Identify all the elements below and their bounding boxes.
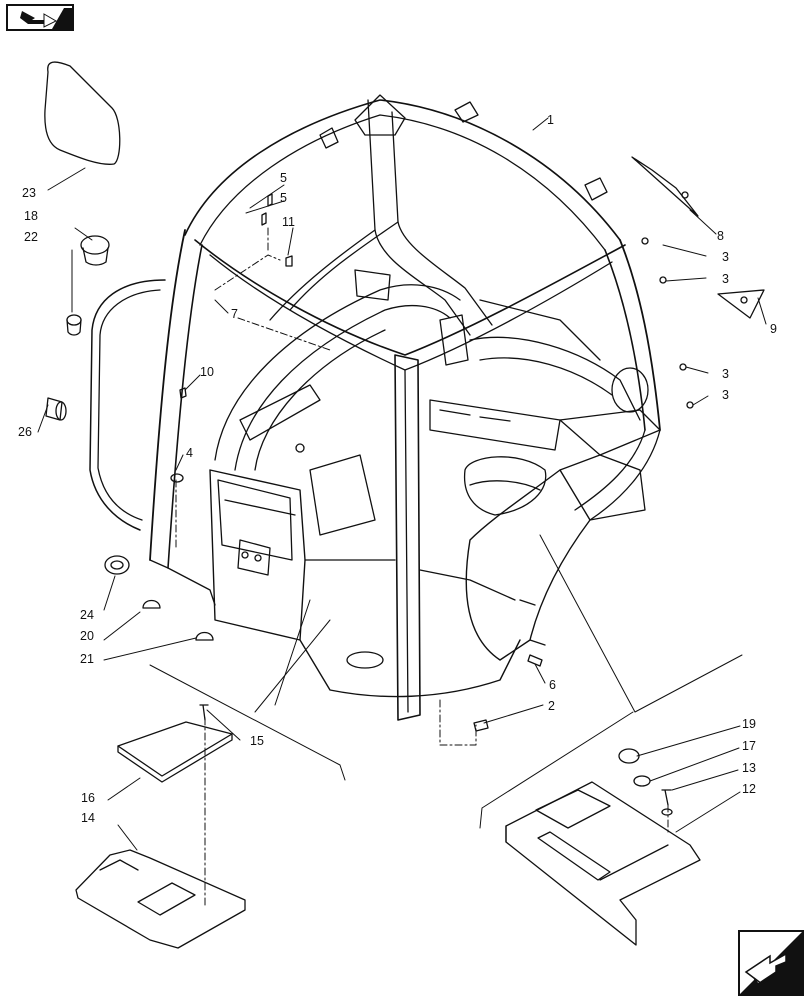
callout-4: 4	[186, 446, 193, 460]
callout-3b: 3	[722, 272, 729, 286]
callout-9: 9	[770, 322, 777, 336]
callout-1: 1	[547, 113, 554, 127]
callout-11: 11	[282, 215, 295, 229]
part-26-pin	[45, 397, 67, 421]
part-17-washer	[633, 775, 651, 787]
callout-15: 15	[250, 734, 264, 748]
arrow-forward-icon	[740, 932, 802, 994]
callout-6: 6	[549, 678, 556, 692]
callout-26: 26	[18, 425, 32, 439]
callout-24: 24	[80, 608, 94, 622]
part-23-window	[44, 61, 121, 165]
callout-18: 18	[24, 209, 38, 223]
callout-2: 2	[548, 699, 555, 713]
callout-17: 17	[742, 739, 756, 753]
callout-21: 21	[80, 652, 94, 666]
cab-frame	[89, 94, 661, 721]
callout-5b: 5	[280, 191, 287, 205]
callout-20: 20	[80, 629, 94, 643]
callout-16: 16	[81, 791, 95, 805]
callout-23: 23	[22, 186, 36, 200]
part-16-plate	[117, 721, 233, 777]
part-24-grommet	[104, 555, 130, 575]
callout-13: 13	[742, 761, 756, 775]
callout-3d: 3	[722, 388, 729, 402]
next-page-button[interactable]	[738, 930, 804, 996]
callout-22: 22	[24, 230, 38, 244]
part-20-plug	[142, 599, 161, 609]
part-14-floor-mat	[75, 849, 246, 949]
part-22-plug	[66, 314, 82, 336]
callout-7: 7	[231, 307, 238, 321]
callout-3c: 3	[722, 367, 729, 381]
part-18-plug	[80, 235, 110, 266]
part-9-trim	[717, 289, 765, 319]
arrow-back-icon	[20, 8, 72, 29]
part-21-plug	[195, 631, 214, 641]
callout-12: 12	[742, 782, 756, 796]
callout-14: 14	[81, 811, 95, 825]
previous-page-button[interactable]	[6, 4, 74, 31]
callout-10: 10	[200, 365, 214, 379]
callout-5a: 5	[280, 171, 287, 185]
callout-3a: 3	[722, 250, 729, 264]
callout-19: 19	[742, 717, 756, 731]
part-19-cap	[618, 748, 640, 764]
callout-8: 8	[717, 229, 724, 243]
part-12-platform	[505, 781, 701, 946]
part-8-trim	[631, 156, 699, 217]
